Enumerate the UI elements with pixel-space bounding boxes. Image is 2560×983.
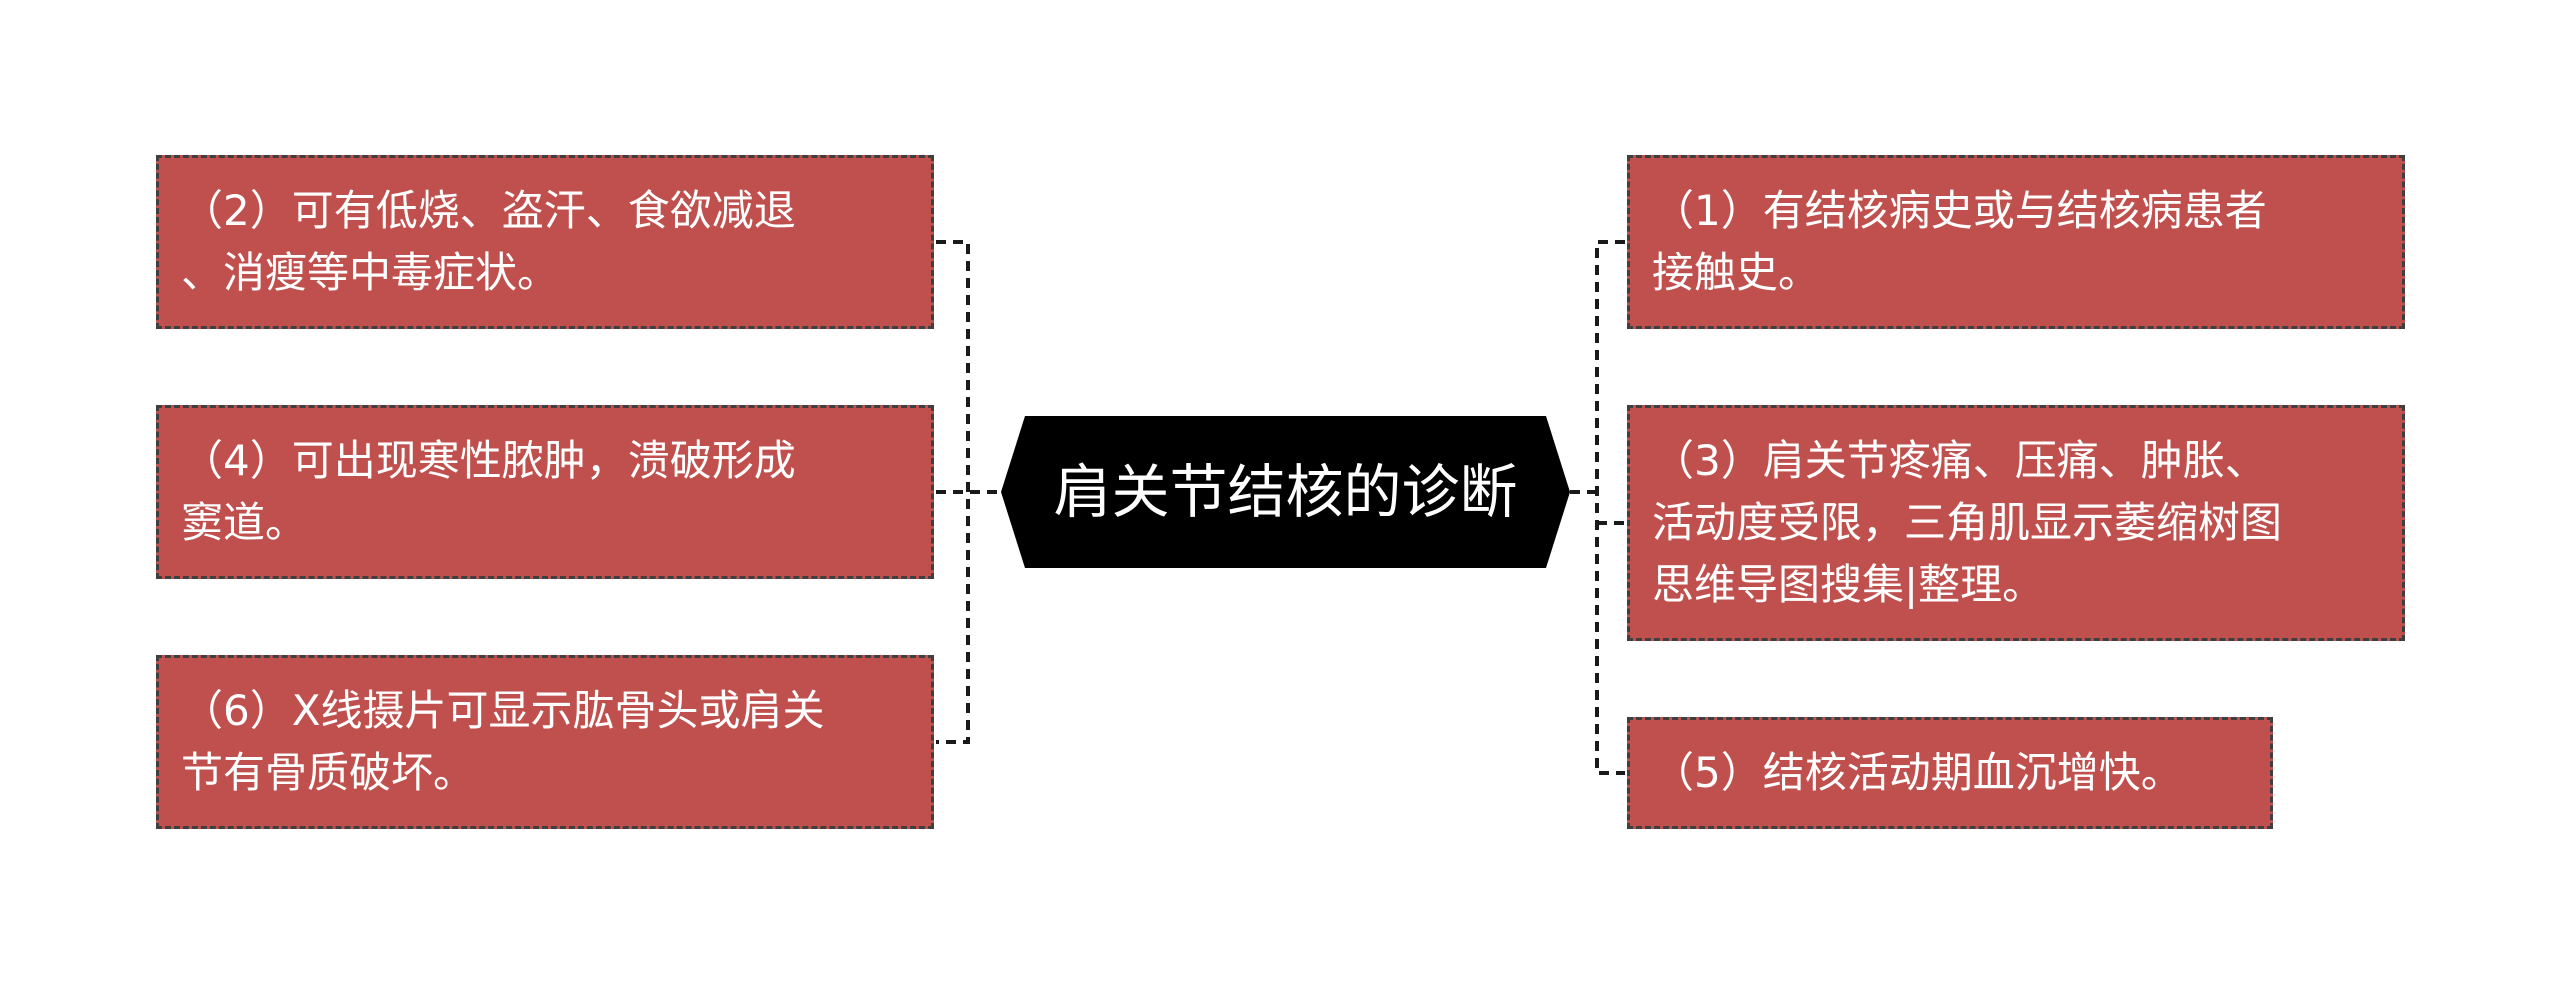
connector-right-bracket <box>1595 240 1625 775</box>
central-topic-shape <box>1001 416 1570 568</box>
topic-node-2[interactable]: （2）可有低烧、盗汗、食欲减退 、消瘦等中毒症状。 <box>156 155 934 329</box>
topic-node-4-line: （4）可出现寒性脓肿，溃破形成 <box>181 436 796 485</box>
topic-node-1-line: 接触史。 <box>1652 248 1821 297</box>
connector-left-bracket <box>936 240 970 744</box>
topic-node-1-line: （1）有结核病史或与结核病患者 <box>1652 186 2267 235</box>
topic-node-2-line: （2）可有低烧、盗汗、食欲减退 <box>181 186 796 235</box>
topic-node-4[interactable]: （4）可出现寒性脓肿，溃破形成 窦道。 <box>156 405 934 579</box>
topic-node-6-line: （6）X线摄片可显示肱骨头或肩关 <box>181 686 825 735</box>
topic-node-2-line: 、消瘦等中毒症状。 <box>181 248 560 297</box>
topic-node-5[interactable]: （5）结核活动期血沉增快。 <box>1627 717 2273 829</box>
topic-node-6[interactable]: （6）X线摄片可显示肱骨头或肩关 节有骨质破坏。 <box>156 655 934 829</box>
central-topic-node[interactable]: 肩关节结核的诊断 <box>1001 416 1570 568</box>
topic-node-3[interactable]: （3）肩关节疼痛、压痛、肿胀、 活动度受限，三角肌显示萎缩树图 思维导图搜集|整… <box>1627 405 2405 641</box>
topic-node-3-line: （3）肩关节疼痛、压痛、肿胀、 <box>1652 436 2267 485</box>
topic-node-6-line: 节有骨质破坏。 <box>181 748 476 797</box>
topic-node-1[interactable]: （1）有结核病史或与结核病患者 接触史。 <box>1627 155 2405 329</box>
topic-node-3-line: 思维导图搜集|整理。 <box>1652 560 2045 609</box>
central-topic-title: 肩关节结核的诊断 <box>1053 458 1518 526</box>
topic-node-3-line: 活动度受限，三角肌显示萎缩树图 <box>1652 498 2283 547</box>
topic-node-4-line: 窦道。 <box>181 498 308 547</box>
topic-node-5-line: （5）结核活动期血沉增快。 <box>1652 748 2183 797</box>
